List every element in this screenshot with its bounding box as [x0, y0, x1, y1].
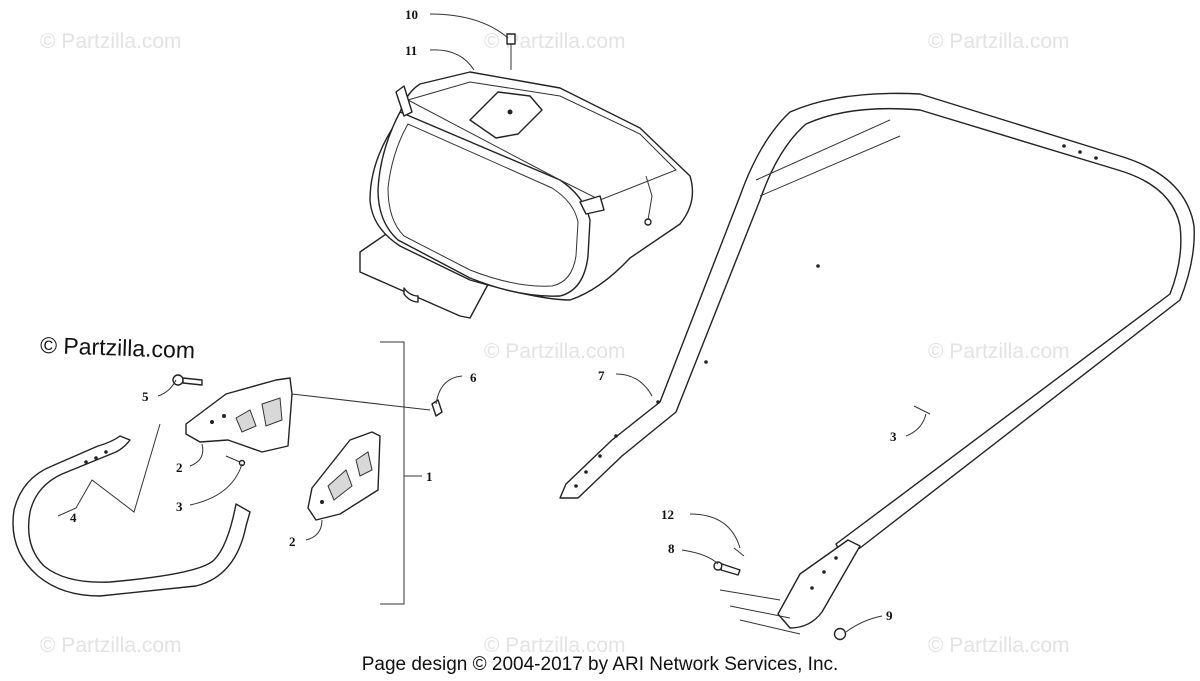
callout-label: 11 [405, 43, 417, 58]
watermark-group: © Partzilla.com © Partzilla.com © Partzi… [40, 30, 1070, 657]
callout-label: 5 [142, 389, 149, 404]
footer-copyright: Page design © 2004-2017 by ARI Network S… [362, 654, 839, 675]
watermark-text: © Partzilla.com [484, 634, 626, 657]
callout-labels: 10 11 6 5 1 2 3 4 2 7 3 12 8 9 [70, 7, 897, 623]
callout-label: 1 [426, 469, 433, 484]
callout-label: 2 [176, 460, 183, 475]
callout-label: 4 [70, 510, 77, 525]
watermark-text: © Partzilla.com [928, 340, 1070, 363]
callout-label: 3 [176, 499, 183, 514]
partzilla-logo-text: © Partzilla.com [40, 332, 196, 363]
watermark-text: © Partzilla.com [40, 634, 182, 657]
leader-lines [57, 13, 927, 633]
callout-label: 12 [661, 507, 674, 522]
watermark-text: © Partzilla.com [40, 30, 182, 53]
watermark-text: © Partzilla.com [484, 30, 626, 53]
callout-label: 3 [890, 429, 897, 444]
callout-label: 6 [470, 370, 477, 385]
bumper-bracket-illustration [12, 341, 443, 605]
callout-label: 9 [886, 608, 893, 623]
handlebar-holes [574, 144, 1098, 590]
watermark-text: © Partzilla.com [928, 30, 1070, 53]
callout-label: 10 [405, 7, 418, 22]
callout-label: 8 [668, 541, 675, 556]
handlebar-frame-illustration [559, 92, 1195, 641]
callout-label: 2 [289, 534, 296, 549]
watermark-text: © Partzilla.com [484, 340, 626, 363]
callout-label: 7 [598, 368, 605, 383]
watermark-text: © Partzilla.com [928, 634, 1070, 657]
storage-bag-illustration [359, 33, 694, 319]
